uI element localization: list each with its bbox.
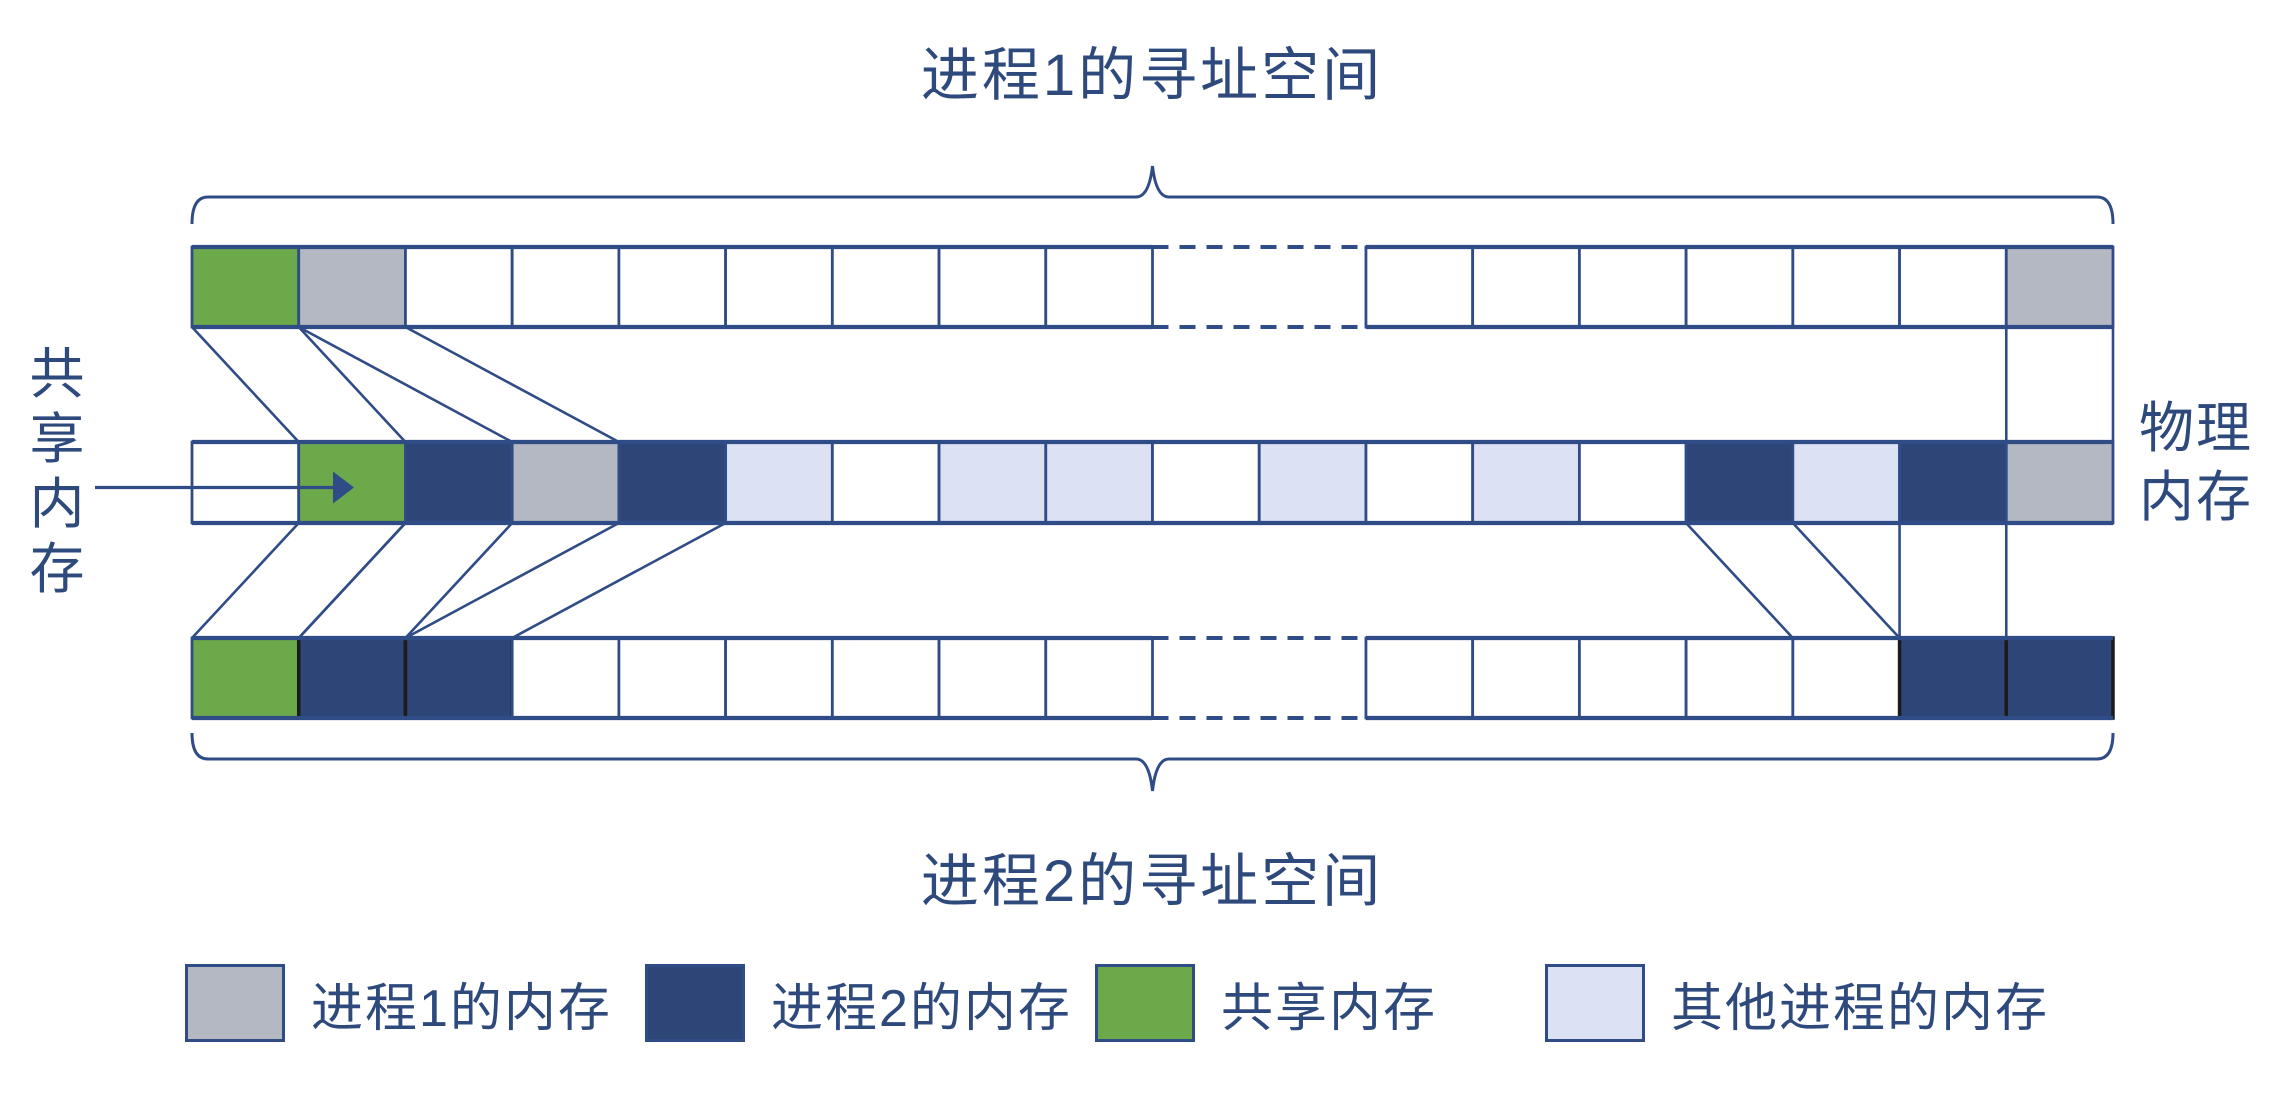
legend-item-shared-memory: 共享内存 — [1095, 964, 1437, 1042]
legend-swatch-shared — [1095, 964, 1195, 1042]
process1-address-space-cell-11-white — [1364, 245, 1475, 329]
legend-label-process1: 进程1的内存 — [311, 979, 612, 1038]
process1-address-space-cell-5-white — [724, 245, 834, 329]
mapping-line-top0-mid1 — [191, 326, 300, 443]
physical-memory-label: 物理内存 — [2138, 397, 2253, 528]
process1-address-space-cell-8-white — [1044, 245, 1154, 329]
brace-top — [190, 165, 2115, 225]
process2-address-space-label: 进程2的寻址空间 — [920, 849, 1384, 914]
process2-address-space-cell-17-process2 — [2004, 636, 2115, 720]
physical-memory-cell-3-process1 — [510, 440, 621, 525]
physical-memory-cell-7-other — [937, 440, 1048, 525]
process1-address-space-cell-17-process1 — [2004, 245, 2115, 329]
process1-address-space-cell-13-white — [1577, 245, 1688, 329]
legend-label-other: 其他进程的内存 — [1671, 979, 2050, 1038]
process1-address-space-cell-4-white — [617, 245, 728, 329]
process2-address-space-cell-4-white — [617, 636, 728, 720]
mapping-line-mid2-bottom1 — [297, 522, 407, 639]
process2-address-space-cell-1-process2 — [296, 636, 408, 720]
physical-memory-cell-5-other — [724, 440, 834, 525]
legend-swatch-process2 — [645, 964, 745, 1042]
legend-label-process2: 进程2的内存 — [771, 979, 1072, 1038]
physical-memory-cell-14-process2 — [1684, 440, 1795, 525]
process2-address-space-cell-16-process2 — [1897, 636, 2009, 720]
physical-memory-cell-16-process2 — [1898, 440, 2008, 525]
physical-memory-cell-1-shared — [297, 440, 407, 525]
mapping-line-top0-mid1 — [297, 326, 407, 443]
mapping-line-mid14-bottom15 — [1685, 522, 1794, 639]
brace-bottom — [190, 732, 2115, 792]
legend-item-other-process-memory: 其他进程的内存 — [1545, 964, 2049, 1042]
process2-address-space-cell-6-white — [830, 636, 941, 720]
legend-swatch-other — [1545, 964, 1645, 1042]
process2-address-space-cell-12-white — [1471, 636, 1581, 720]
mapping-line-mid14-bottom15 — [1791, 522, 1901, 639]
legend-swatch-process1 — [185, 964, 285, 1042]
mapping-line-top1-mid3 — [298, 325, 513, 444]
shared-memory-label: 共享内存 — [29, 343, 85, 600]
mapping-line-mid4-bottom2 — [404, 521, 620, 640]
process1-address-space-label: 进程1的寻址空间 — [920, 43, 1384, 108]
process1-address-space-cell-16-white — [1898, 245, 2008, 329]
shared-memory-arrowhead-icon — [333, 471, 354, 504]
legend-item-process1-memory: 进程1的内存 — [185, 964, 612, 1042]
process1-address-space-cell-14-white — [1684, 245, 1795, 329]
mapping-line-mid4-bottom2 — [511, 521, 727, 640]
mapping-line-mid2-bottom1 — [404, 522, 514, 639]
legend-label-shared: 共享内存 — [1221, 979, 1438, 1038]
mapping-line-mid1-bottom0 — [191, 522, 300, 639]
process2-address-space-cell-15-white — [1791, 636, 1901, 720]
legend-item-process2-memory: 进程2的内存 — [645, 964, 1072, 1042]
mapping-line-top1-mid3 — [404, 325, 620, 444]
process1-address-space-cell-15-white — [1791, 245, 1901, 329]
process2-address-space-cell-8-white — [1044, 636, 1154, 720]
physical-memory-cell-6-white — [830, 440, 941, 525]
